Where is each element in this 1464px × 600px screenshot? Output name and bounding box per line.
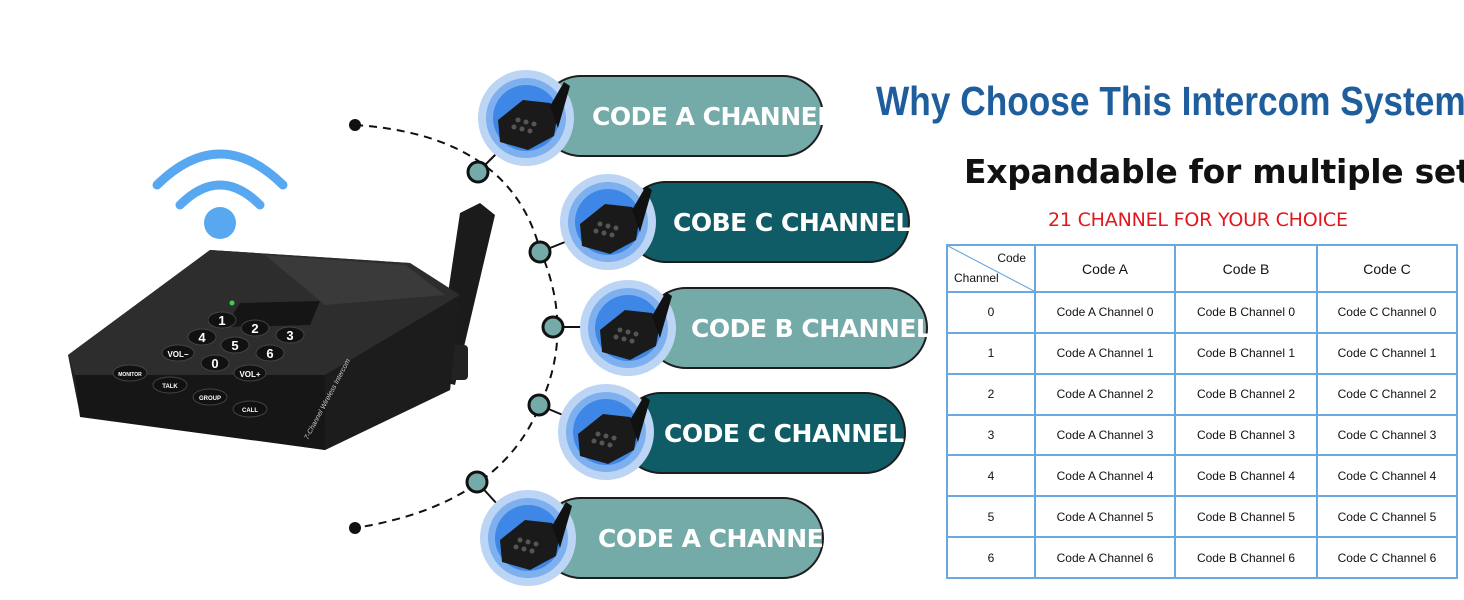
- key-monitor: MONITOR: [118, 372, 142, 378]
- arc-end-dot-bottom: [349, 522, 361, 534]
- code-channel-cell: Code A Channel 3: [1034, 413, 1176, 457]
- channel-number-cell: 1: [946, 331, 1036, 375]
- code-channel-cell: Code B Channel 1: [1174, 331, 1318, 375]
- corner-label-code: Code: [997, 251, 1026, 265]
- code-channel-cell: Code B Channel 6: [1174, 536, 1318, 579]
- code-channel-cell: Code C Channel 6: [1316, 536, 1458, 579]
- code-channel-cell: Code A Channel 1: [1034, 331, 1176, 375]
- channel-pill-label: CODE A CHANNEL 0: [592, 101, 858, 131]
- intercom-handset-icon: [580, 280, 676, 376]
- key-0: 0: [211, 356, 218, 371]
- code-channel-cell: Code C Channel 0: [1316, 291, 1458, 334]
- code-channel-cell: Code C Channel 3: [1316, 413, 1458, 457]
- channel-pill: CODE A CHANNEL4: [540, 497, 856, 579]
- channel-pill: CODE C CHANNEL 2: [620, 392, 929, 474]
- column-header: Code A: [1034, 244, 1176, 293]
- code-channel-cell: Code A Channel 2: [1034, 372, 1176, 416]
- channel-number-cell: 3: [946, 413, 1036, 457]
- intercom-handset-icon: [478, 70, 574, 166]
- table-corner-cell: Code Channel: [946, 244, 1036, 293]
- code-channel-cell: Code B Channel 5: [1174, 495, 1318, 539]
- channel-pill: CODE A CHANNEL 0: [540, 75, 858, 157]
- key-3: 3: [286, 328, 293, 343]
- key-2: 2: [251, 321, 258, 336]
- key-talk: TALK: [162, 384, 178, 390]
- key-6: 6: [266, 346, 273, 361]
- key-1: 1: [218, 313, 225, 328]
- channel-number-cell: 5: [946, 495, 1036, 539]
- code-channel-cell: Code B Channel 2: [1174, 372, 1318, 416]
- page-subtitle: Expandable for multiple sets: [964, 152, 1464, 191]
- channel-number-cell: 6: [946, 536, 1036, 579]
- code-channel-cell: Code B Channel 0: [1174, 291, 1318, 334]
- corner-label-channel: Channel: [954, 271, 999, 285]
- key-call: CALL: [242, 408, 258, 414]
- intercom-handset-icon: [558, 384, 654, 480]
- code-channel-cell: Code A Channel 4: [1034, 454, 1176, 498]
- code-channel-cell: Code C Channel 4: [1316, 454, 1458, 498]
- key-vol-down: VOL−: [167, 350, 188, 359]
- keypad: [112, 311, 305, 418]
- code-channel-cell: Code C Channel 1: [1316, 331, 1458, 375]
- channel-pill: CODE B CHANNEL3: [645, 287, 949, 369]
- channel-pill-label: COBE C CHANNEL 6: [673, 207, 937, 237]
- code-channel-cell: Code B Channel 3: [1174, 413, 1318, 457]
- code-channel-cell: Code C Channel 2: [1316, 372, 1458, 416]
- channel-number-cell: 2: [946, 372, 1036, 416]
- code-channel-cell: Code A Channel 5: [1034, 495, 1176, 539]
- wifi-icon: [152, 149, 288, 239]
- intercom-base-unit: 7-Channel Wireless Intercom 1 2 3 4 5 6 …: [68, 203, 495, 450]
- column-header: Code C: [1316, 244, 1458, 293]
- column-header: Code B: [1174, 244, 1318, 293]
- code-channel-cell: Code A Channel 6: [1034, 536, 1176, 579]
- channel-pill: COBE C CHANNEL 6: [625, 181, 937, 263]
- intercom-handset-icon: [480, 490, 576, 586]
- channel-pill-label: CODE B CHANNEL3: [691, 313, 949, 343]
- code-channel-cell: Code B Channel 4: [1174, 454, 1318, 498]
- code-channel-cell: Code A Channel 0: [1034, 291, 1176, 334]
- key-4: 4: [198, 330, 206, 345]
- channel-number-cell: 0: [946, 291, 1036, 334]
- key-5: 5: [231, 338, 238, 353]
- key-vol-up: VOL+: [239, 370, 260, 379]
- channel-pill-label: CODE C CHANNEL 2: [664, 418, 929, 448]
- arc-end-dot-top: [349, 119, 361, 131]
- intercom-handset-icon: [560, 174, 656, 270]
- channel-number-cell: 4: [946, 454, 1036, 498]
- table-header-row: Code Channel Code A Code B Code C: [946, 244, 1458, 293]
- code-channel-cell: Code C Channel 5: [1316, 495, 1458, 539]
- channel-pill-label: CODE A CHANNEL4: [598, 523, 856, 553]
- channel-count-tagline: 21 CHANNEL FOR YOUR CHOICE: [1048, 209, 1348, 231]
- key-group: GROUP: [199, 396, 221, 402]
- page-title: Why Choose This Intercom System?: [876, 78, 1464, 124]
